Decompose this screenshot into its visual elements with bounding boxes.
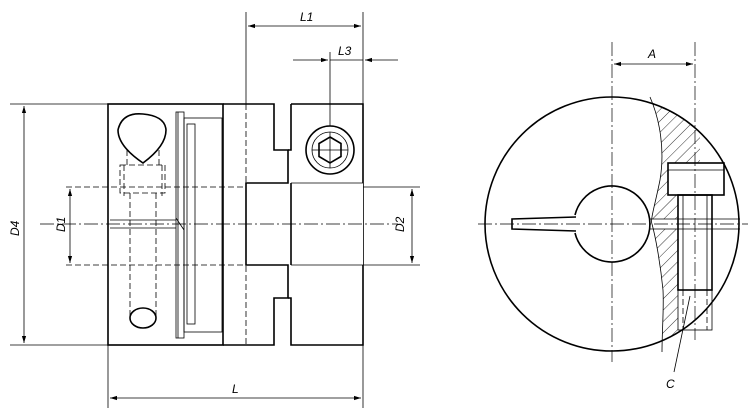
dimension-L: L: [110, 382, 361, 401]
side-view: L1 L3 D4 D1 D2 L: [8, 10, 420, 408]
dimension-L1: L1: [248, 10, 361, 29]
section-boundary: [649, 96, 664, 353]
left-bottom-hole: [129, 307, 157, 329]
left-clamp-screw-hidden: [119, 150, 166, 320]
label-A: A: [647, 47, 656, 61]
dimension-D2: D2: [393, 189, 415, 263]
clamp-head-shape: [117, 113, 167, 164]
left-hub: [107, 103, 224, 346]
label-C: C: [666, 377, 675, 391]
label-D4: D4: [8, 220, 22, 236]
dimension-D4: D4: [8, 106, 27, 343]
label-L: L: [232, 382, 239, 396]
label-D1: D1: [54, 217, 68, 232]
callout-C: C: [666, 295, 691, 391]
dimension-L3: L3: [293, 44, 398, 63]
label-L3: L3: [338, 44, 352, 58]
label-L1: L1: [300, 10, 313, 24]
dimension-A: A: [614, 47, 693, 67]
dimension-D1: D1: [54, 189, 73, 263]
front-view: A C: [478, 42, 748, 391]
socket-head-screw: [305, 125, 355, 175]
label-D2: D2: [393, 216, 407, 232]
middle-jaw: [223, 103, 289, 346]
